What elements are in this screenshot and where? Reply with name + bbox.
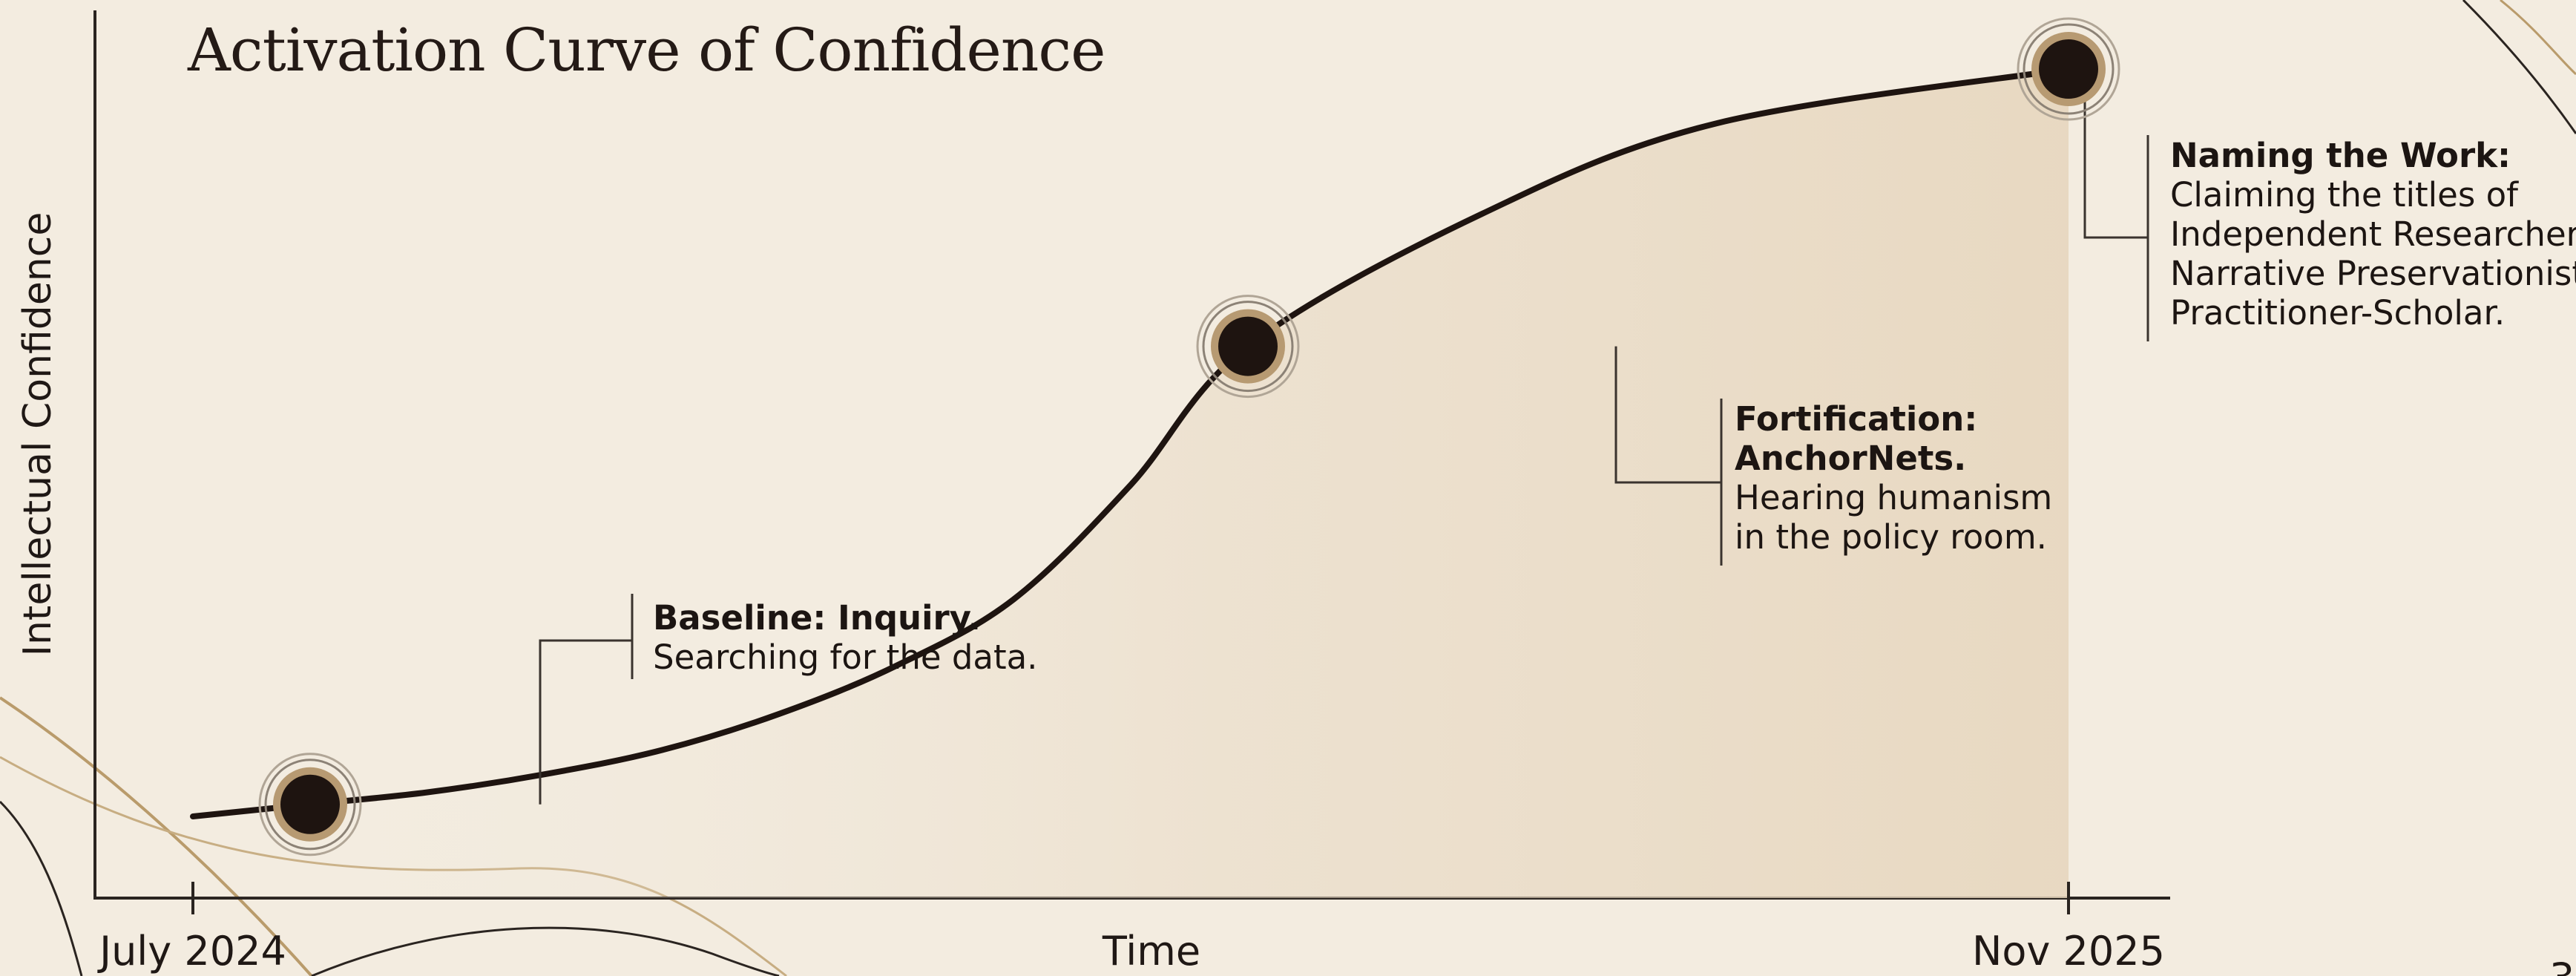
x-tick-label: Nov 2025: [1972, 928, 2165, 975]
annotation-heading: AnchorNets.: [1735, 439, 1966, 478]
chart-title: Activation Curve of Confidence: [187, 16, 1105, 85]
annotation-text: Narrative Preservationist,: [2170, 254, 2576, 293]
data-point-marker: [2017, 17, 2120, 121]
x-ticks: July 2024 Nov 2025: [97, 882, 2165, 975]
y-axis-label: Intellectual Confidence: [16, 212, 60, 657]
annotation-heading: Fortification:: [1735, 399, 1977, 439]
annotation-text: Independent Researcher,: [2170, 214, 2576, 254]
annotation-text: Searching for the data.: [653, 638, 1038, 677]
data-point-marker: [258, 753, 362, 857]
annotation-text: Practitioner-Scholar.: [2170, 293, 2505, 333]
x-tick-label: July 2024: [97, 928, 286, 975]
x-axis-label: Time: [1102, 928, 1200, 975]
decor-line-4: [311, 926, 780, 976]
annotation-leader: [539, 639, 632, 805]
decor-line-6: [2500, 0, 2576, 76]
area-fill: [193, 69, 2069, 898]
annotation-leaders: [539, 69, 2149, 805]
decor-line-3: [0, 800, 83, 976]
annotation-text: Hearing humanism: [1735, 478, 2052, 517]
decor-line-1: [0, 696, 313, 976]
data-point-marker: [1196, 295, 1300, 399]
page-number: 3: [2549, 954, 2575, 976]
annotation-text: Claiming the titles of: [2170, 175, 2519, 214]
annotations: Baseline: Inquiry.Searching for the data…: [653, 136, 2576, 677]
annotation-leader: [1614, 346, 1721, 484]
data-points: [258, 17, 2120, 857]
series-line: [190, 66, 2071, 819]
annotation-leader: [2083, 69, 2148, 239]
annotation-heading: Baseline: Inquiry.: [653, 598, 981, 638]
decor-line-5: [2462, 0, 2576, 134]
annotation-heading: Naming the Work:: [2170, 136, 2511, 175]
annotation-text: in the policy room.: [1735, 517, 2047, 557]
